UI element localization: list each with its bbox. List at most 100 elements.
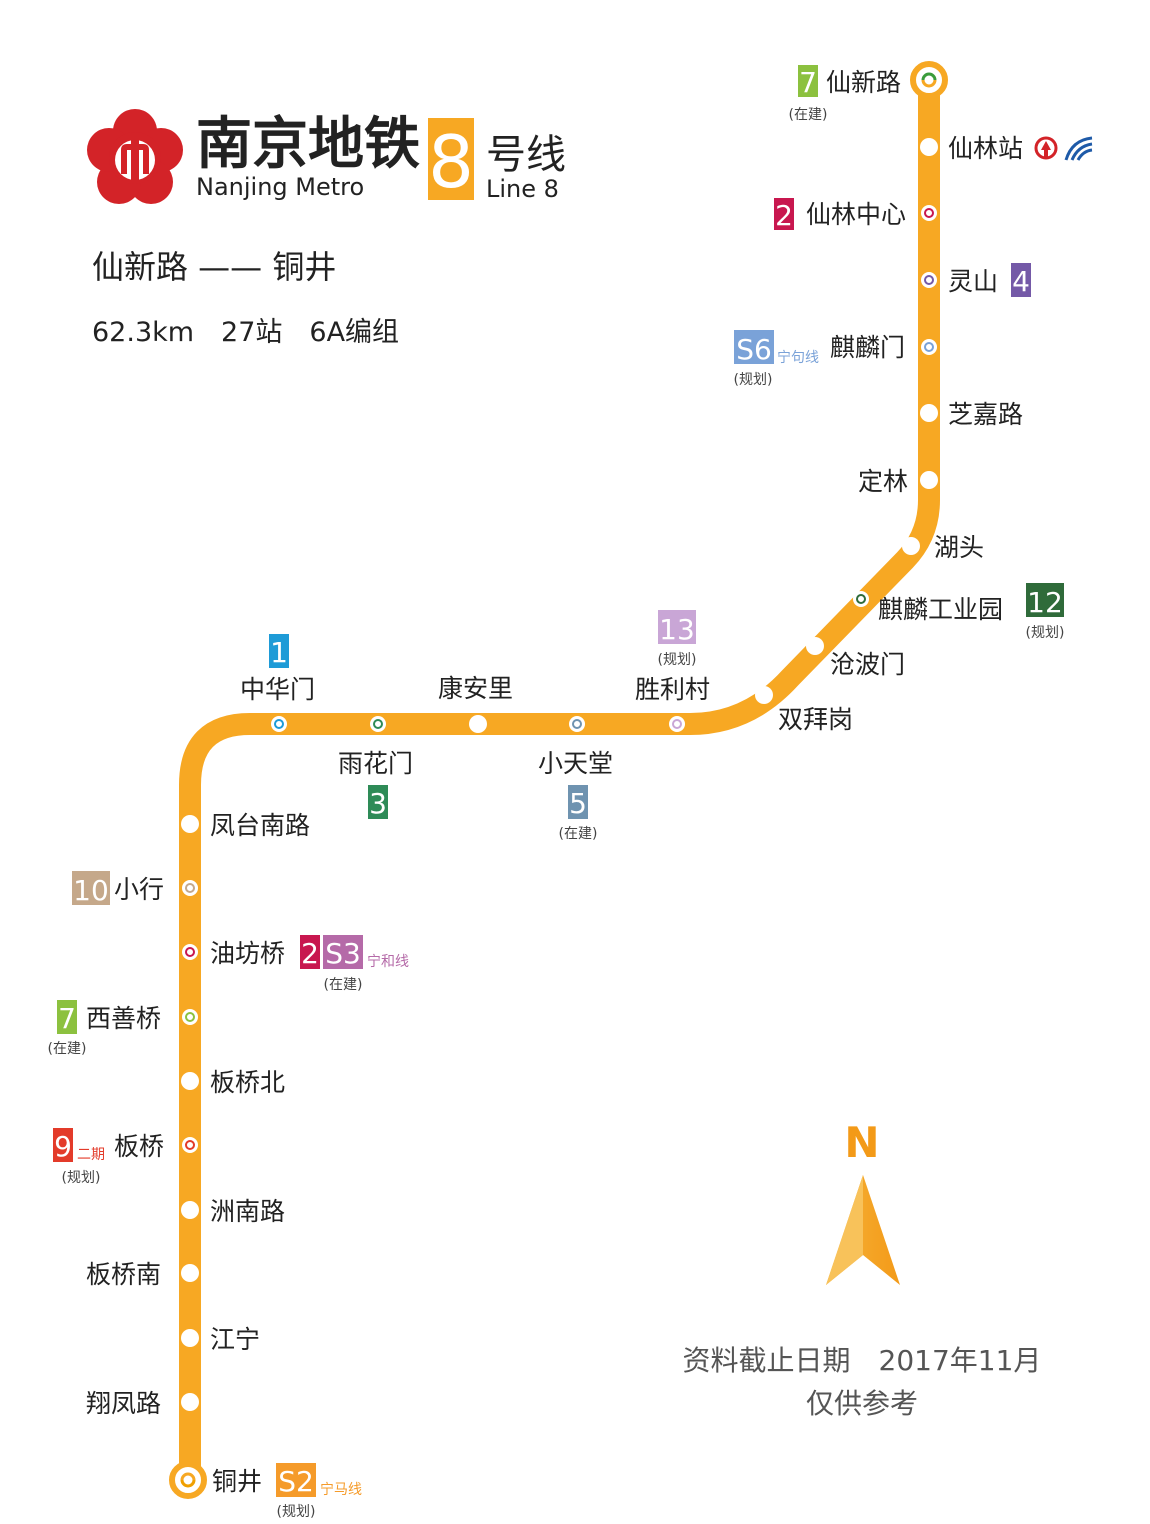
nanjing-metro-logo bbox=[87, 109, 183, 204]
line-label-cn: 号线 bbox=[486, 132, 566, 178]
transfer-badge-line2[interactable] bbox=[300, 935, 320, 969]
data-cutoff-note: 资料截止日期 2017年11月 bbox=[683, 1344, 1042, 1377]
brand-title-cn: 南京地铁 bbox=[196, 112, 420, 177]
station-marker-terminal[interactable] bbox=[169, 1461, 207, 1499]
station-label[interactable]: 板桥 bbox=[114, 1132, 164, 1161]
station-label[interactable]: 油坊桥 bbox=[210, 939, 285, 968]
interchange-dot[interactable] bbox=[370, 716, 386, 732]
transfer-badge-lineS2[interactable] bbox=[276, 1463, 316, 1497]
transfer-badge-lineS3[interactable] bbox=[323, 935, 363, 969]
station-label[interactable]: 灵山 bbox=[948, 267, 998, 296]
transfer-note: (规划) bbox=[62, 1170, 101, 1186]
transfer-badge-text: 4 bbox=[1012, 265, 1030, 298]
station-dot[interactable] bbox=[920, 404, 938, 422]
station-dot[interactable] bbox=[755, 686, 773, 704]
transfer-badge-text: 2 bbox=[301, 937, 319, 970]
transfer-note: (规划) bbox=[1026, 625, 1065, 641]
station-label[interactable]: 仙林站 bbox=[948, 134, 1023, 163]
station-label[interactable]: 康安里 bbox=[438, 674, 513, 703]
interchange-dot[interactable] bbox=[853, 591, 869, 607]
station-label[interactable]: 小行 bbox=[114, 875, 164, 904]
transfer-badge-line2[interactable] bbox=[774, 198, 794, 230]
station-dot[interactable] bbox=[920, 471, 938, 489]
interchange-dot[interactable] bbox=[182, 1137, 198, 1153]
transfer-badge-line1[interactable] bbox=[269, 634, 289, 668]
interchange-dot[interactable] bbox=[669, 716, 685, 732]
transfer-badge-text: 5 bbox=[569, 787, 587, 820]
transfer-badge-line9[interactable] bbox=[53, 1128, 73, 1162]
station-dot[interactable] bbox=[920, 138, 938, 156]
station-label[interactable]: 凤台南路 bbox=[210, 811, 310, 840]
interchange-dot[interactable] bbox=[182, 1009, 198, 1025]
disclaimer: 仅供参考 bbox=[806, 1387, 918, 1420]
station-dot[interactable] bbox=[902, 537, 920, 555]
station-dot[interactable] bbox=[181, 1072, 199, 1090]
station-label[interactable]: 定林 bbox=[858, 467, 908, 496]
station-dot[interactable] bbox=[181, 1329, 199, 1347]
transfer-badge-line7[interactable] bbox=[57, 1000, 77, 1034]
station-label[interactable]: 板桥北 bbox=[210, 1068, 285, 1097]
station-dot[interactable] bbox=[469, 715, 487, 733]
station-label[interactable]: 仙林中心 bbox=[806, 200, 906, 229]
interchange-dot[interactable] bbox=[569, 716, 585, 732]
transfer-badge-line4[interactable] bbox=[1011, 263, 1031, 297]
interchange-dot[interactable] bbox=[921, 339, 937, 355]
line-8-track bbox=[179, 69, 940, 1491]
line-label-en: Line 8 bbox=[486, 175, 559, 203]
station-dot[interactable] bbox=[806, 637, 824, 655]
transfer-badge-text: 12 bbox=[1027, 586, 1063, 619]
station-label[interactable]: 芝嘉路 bbox=[948, 400, 1023, 429]
station-label[interactable]: 胜利村 bbox=[635, 675, 710, 704]
station-label[interactable]: 江宁 bbox=[210, 1325, 260, 1354]
transfer-badge-text: 13 bbox=[659, 613, 695, 646]
transfer-badges: 7 (在建) 2 4 S6 宁句线 (规划) 12 (规划) 13 (规划) 1… bbox=[48, 65, 1065, 1520]
transfer-note: (在建) bbox=[324, 977, 363, 993]
transfer-note: (在建) bbox=[559, 826, 598, 842]
transfer-badge-line12[interactable] bbox=[1026, 583, 1064, 617]
transfer-subtitle: 二期 bbox=[77, 1147, 105, 1163]
transfer-badge-line5[interactable] bbox=[568, 785, 588, 819]
transfer-badge-text: S2 bbox=[278, 1465, 314, 1498]
station-label[interactable]: 板桥南 bbox=[86, 1260, 161, 1289]
station-label[interactable]: 仙新路 bbox=[826, 68, 901, 97]
transfer-note: (规划) bbox=[277, 1504, 316, 1520]
station-marker-terminal[interactable] bbox=[910, 61, 948, 99]
interchange-dot[interactable] bbox=[271, 716, 287, 732]
station-dot[interactable] bbox=[181, 1201, 199, 1219]
station-label[interactable]: 沧波门 bbox=[830, 650, 905, 679]
transfer-badge-line10[interactable] bbox=[72, 871, 110, 905]
station-dot[interactable] bbox=[181, 815, 199, 833]
station-label[interactable]: 湖头 bbox=[934, 533, 984, 562]
transfer-note: (规划) bbox=[734, 372, 773, 388]
transfer-badge-line3[interactable] bbox=[368, 785, 388, 819]
interchange-dot[interactable] bbox=[182, 944, 198, 960]
station-label[interactable]: 西善桥 bbox=[86, 1004, 161, 1033]
north-arrow: N bbox=[826, 1118, 900, 1285]
station-label[interactable]: 中华门 bbox=[240, 675, 315, 704]
interchange-dot[interactable] bbox=[921, 205, 937, 221]
transfer-subtitle: 宁句线 bbox=[777, 349, 819, 366]
north-label: N bbox=[844, 1118, 879, 1167]
station-label[interactable]: 翔凤路 bbox=[86, 1389, 161, 1418]
transfer-badge-line13[interactable] bbox=[658, 610, 696, 644]
interchange-dot[interactable] bbox=[182, 880, 198, 896]
transfer-badge-lineS6[interactable] bbox=[734, 330, 774, 364]
interchange-dot[interactable] bbox=[921, 272, 937, 288]
station-label[interactable]: 洲南路 bbox=[210, 1197, 285, 1226]
station-label[interactable]: 铜井 bbox=[212, 1467, 262, 1496]
transfer-badge-text: S3 bbox=[325, 937, 361, 970]
station-label[interactable]: 小天堂 bbox=[538, 749, 613, 778]
transfer-subtitle: 宁和线 bbox=[367, 953, 409, 970]
station-dot[interactable] bbox=[181, 1264, 199, 1282]
station-dot[interactable] bbox=[181, 1393, 199, 1411]
station-label[interactable]: 麒麟工业园 bbox=[878, 595, 1003, 624]
line-badge bbox=[428, 118, 474, 200]
transfer-badge-line7[interactable] bbox=[798, 65, 818, 97]
station-label[interactable]: 麒麟门 bbox=[830, 333, 905, 362]
transfer-badge-text: 7 bbox=[58, 1002, 76, 1035]
route-text: 仙新路 —— 铜井 bbox=[92, 248, 336, 286]
header: 南京地铁 Nanjing Metro 8 号线 Line 8 仙新路 —— 铜井… bbox=[87, 109, 566, 348]
station-label[interactable]: 双拜岗 bbox=[778, 705, 853, 734]
station-label[interactable]: 雨花门 bbox=[338, 749, 413, 778]
